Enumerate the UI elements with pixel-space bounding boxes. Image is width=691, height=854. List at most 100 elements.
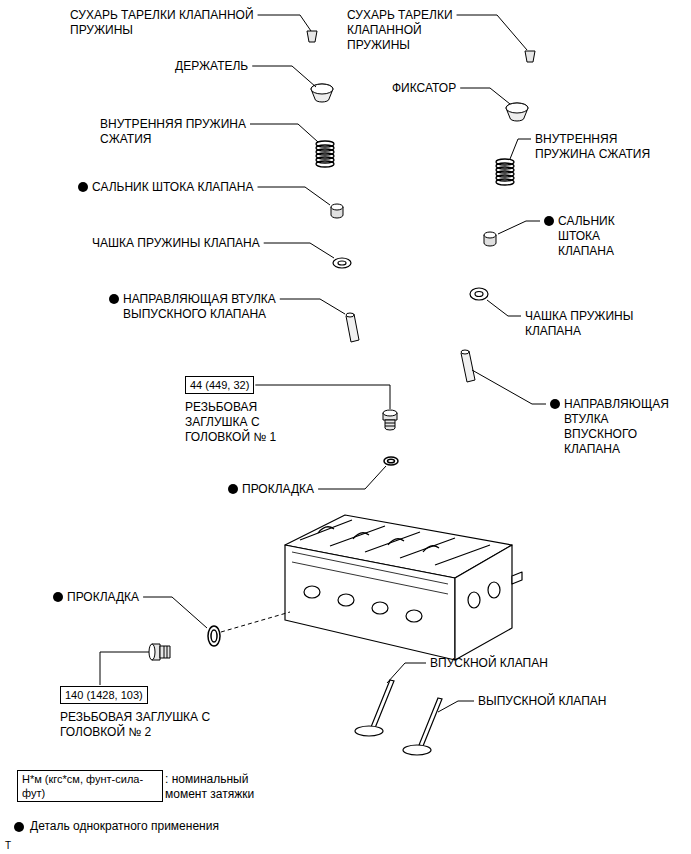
part-label-box: САЛЬНИК ШТОКА КЛАПАНА	[558, 214, 653, 259]
part-label-box: ДЕРЖАТЕЛЬ	[175, 59, 295, 74]
leader-line	[258, 15, 311, 31]
part-label: СУХАРЬ ТАРЕЛКИ КЛАПАННОЙ ПРУЖИНЫ	[70, 8, 254, 37]
compression-spring	[316, 141, 514, 185]
part-label-box: РЕЗЬБОВАЯ ЗАГЛУШКА С ГОЛОВКОЙ № 1	[185, 400, 300, 445]
part-label-box: ВНУТРЕННЯЯ ПРУЖИНА СЖАТИЯ	[100, 117, 280, 147]
valve-guide	[461, 350, 469, 354]
single-use-dot	[109, 294, 119, 304]
part-label: ФИКСАТОР	[392, 81, 456, 95]
engine-valve	[403, 745, 431, 755]
legend-entry: Деталь однократного применения	[14, 819, 219, 834]
leader-line	[143, 597, 207, 628]
cylinder-head	[468, 592, 480, 608]
leader-line	[487, 300, 521, 316]
cylinder-head	[512, 572, 522, 584]
torque-value: 44 (449, 32)	[190, 379, 249, 391]
cylinder-head	[285, 515, 522, 660]
part-label: ЧАШКА ПРУЖИНЫ КЛАПАНА	[525, 309, 633, 338]
part-label-box: СУХАРЬ ТАРЕЛКИ КЛАПАННОЙ ПРУЖИНЫ	[70, 8, 285, 38]
single-use-dot	[544, 216, 554, 226]
gasket	[388, 459, 395, 463]
part-label-box: : номинальный момент затяжки	[165, 772, 260, 802]
spring-seat	[333, 258, 488, 300]
cylinder-head	[285, 545, 455, 660]
threaded-plug	[385, 423, 395, 424]
part-label-box: ЧАШКА ПРУЖИНЫ КЛАПАНА	[525, 309, 645, 339]
part-label: ДЕРЖАТЕЛЬ	[175, 59, 248, 73]
compression-spring	[316, 161, 334, 167]
valve-guide	[346, 314, 359, 342]
leader-line	[472, 370, 546, 404]
leader-line	[457, 15, 527, 50]
gasket	[384, 457, 398, 465]
valve-guide	[346, 313, 475, 382]
dashed-guide-line	[221, 612, 290, 632]
spring-retainer	[506, 103, 528, 113]
part-label: САЛЬНИК ШТОКА КЛАПАНА	[92, 180, 254, 194]
part-label: НАПРАВЛЯЮЩАЯ ВТУЛКА ВПУСКНОГО КЛАПАНА	[564, 397, 669, 456]
part-label-box: ВЫПУСКНОЙ КЛАПАН	[478, 694, 638, 709]
figure-code: T	[5, 838, 25, 853]
stem-seal	[484, 232, 496, 238]
cylinder-head	[455, 545, 512, 660]
leader-line	[387, 663, 426, 683]
leader-line	[255, 385, 390, 409]
part-label: ПРОКЛАДКА	[67, 590, 139, 604]
part-label-box: ЧАШКА ПРУЖИНЫ КЛАПАНА	[92, 236, 292, 251]
part-label-box: СУХАРЬ ТАРЕЛКИ КЛАПАННОЙ ПРУЖИНЫ	[347, 8, 482, 53]
part-label: : номинальный момент затяжки	[165, 772, 254, 801]
stem-seal	[331, 204, 343, 210]
valve-keeper	[525, 51, 535, 62]
leader-line	[252, 66, 316, 87]
part-label: ВЫПУСКНОЙ КЛАПАН	[478, 694, 607, 708]
spring-retainer	[311, 84, 333, 102]
part-label-box: ВНУТРЕННЯЯ ПРУЖИНА СЖАТИЯ	[535, 132, 670, 162]
threaded-plug	[149, 644, 155, 660]
single-use-dot	[53, 592, 63, 602]
leader-line	[438, 701, 474, 712]
cylinder-head	[338, 594, 354, 606]
part-label: СУХАРЬ ТАРЕЛКИ КЛАПАННОЙ ПРУЖИНЫ	[347, 8, 453, 52]
single-use-dot	[78, 182, 88, 192]
unit-legend-box: Н*м (кгс*см, фунт-сила-фут)	[17, 770, 163, 802]
spring-retainer	[506, 103, 528, 121]
leader-line	[264, 243, 334, 258]
part-label: ПРОКЛАДКА	[242, 482, 314, 496]
cylinder-head	[372, 602, 388, 614]
part-label: ЧАШКА ПРУЖИНЫ КЛАПАНА	[92, 236, 260, 250]
leader-line	[100, 652, 149, 685]
leader-line	[280, 299, 345, 314]
spring-seat	[333, 258, 351, 268]
gasket	[211, 630, 217, 642]
leader-line	[258, 187, 330, 205]
engine-valve	[419, 698, 442, 746]
cylinder-head	[406, 610, 422, 622]
part-label-box: НАПРАВЛЯЮЩАЯ ВТУЛКА ВЫПУСКНОГО КЛАПАНА	[123, 292, 303, 322]
engine-valve	[371, 680, 394, 728]
valve-guide	[346, 313, 354, 317]
part-label: T	[5, 840, 11, 851]
part-label-box: ВПУСКНОЙ КЛАПАН	[430, 656, 580, 671]
torque-box: 44 (449, 32)	[185, 376, 254, 394]
part-label-box: ПРОКЛАДКА	[67, 590, 167, 605]
threaded-plug	[385, 426, 395, 427]
torque-value: 140 (1428, 103)	[65, 689, 143, 701]
part-label: ВНУТРЕННЯЯ ПРУЖИНА СЖАТИЯ	[535, 132, 650, 161]
part-label: РЕЗЬБОВАЯ ЗАГЛУШКА С ГОЛОВКОЙ № 1	[185, 400, 276, 444]
cylinder-head	[304, 586, 320, 598]
leader-line	[318, 466, 386, 489]
valve-guide	[461, 351, 475, 382]
gasket	[208, 626, 220, 646]
leader-line	[460, 88, 510, 104]
part-label-box: ПРОКЛАДКА	[242, 482, 352, 497]
leader-line	[510, 139, 531, 159]
legend-text: Деталь однократного применения	[30, 819, 219, 834]
part-label-box: НАПРАВЛЯЮЩАЯ ВТУЛКА ВПУСКНОГО КЛАПАНА	[564, 397, 682, 457]
engine-valve	[355, 680, 442, 755]
cylinder-head	[300, 520, 490, 565]
threaded-plug	[164, 646, 165, 658]
part-label-box: ФИКСАТОР	[392, 81, 492, 96]
part-label: РЕЗЬБОВАЯ ЗАГЛУШКА С ГОЛОВКОЙ № 2	[60, 710, 210, 739]
engine-valve	[355, 726, 383, 736]
